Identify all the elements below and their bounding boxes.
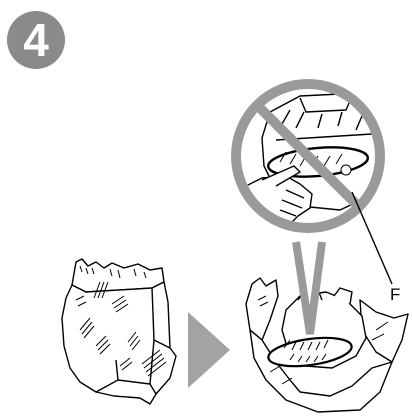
prohibition-icon [231, 79, 385, 233]
arrow-icon [188, 312, 230, 388]
step-number-badge: 4 [7, 11, 65, 69]
callout-funnel [292, 241, 326, 335]
callout-label-f: F [390, 285, 401, 304]
zoomed-print-head [240, 88, 376, 224]
callout-line [351, 191, 393, 285]
print-head-in-bag [245, 277, 409, 413]
package-bag [61, 258, 177, 405]
